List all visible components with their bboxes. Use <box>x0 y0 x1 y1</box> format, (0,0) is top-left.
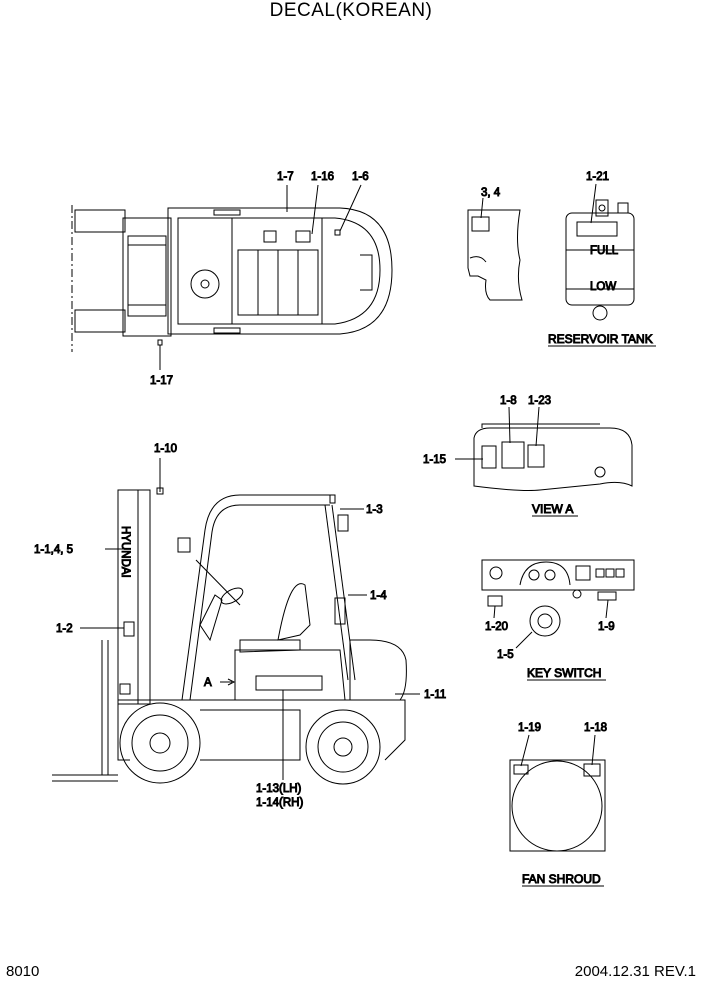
callout-1-5: 1-5 <box>497 649 514 661</box>
date-revision: 2004.12.31 REV.1 <box>574 963 696 980</box>
callout-3-4: 3, 4 <box>481 187 501 199</box>
callout-1-8: 1-8 <box>500 395 517 407</box>
callout-1-20: 1-20 <box>485 621 508 633</box>
reservoir-full-label: FULL <box>590 245 619 257</box>
callout-1-23: 1-23 <box>528 395 551 407</box>
callout-1-17: 1-17 <box>150 375 173 387</box>
callout-1-3: 1-3 <box>366 504 383 516</box>
page-title: DECAL(KOREAN) <box>269 0 433 21</box>
callout-1-10: 1-10 <box>154 443 177 455</box>
callout-1-9: 1-9 <box>598 621 615 633</box>
section-key-switch: KEY SWITCH <box>527 666 601 680</box>
top-view-drawing <box>71 184 393 370</box>
callout-1-11: 1-11 <box>424 689 446 701</box>
side-view-drawing <box>52 458 420 785</box>
view-a-arrow-label: A <box>204 677 212 689</box>
callout-1-19: 1-19 <box>518 722 541 734</box>
section-reservoir-tank: RESERVOIR TANK <box>548 332 653 346</box>
callout-1-13: 1-13(LH) <box>256 783 302 795</box>
view-a-drawing <box>455 406 633 517</box>
callout-1-7: 1-7 <box>277 171 294 183</box>
callout-1-1-4-5: 1-1,4, 5 <box>34 544 73 556</box>
page-code: 8010 <box>6 963 40 980</box>
section-fan-shroud: FAN SHROUD <box>522 872 601 886</box>
callout-1-15: 1-15 <box>423 454 446 466</box>
callout-1-21: 1-21 <box>586 171 609 183</box>
callout-1-16: 1-16 <box>311 171 334 183</box>
key-switch-drawing <box>481 559 635 681</box>
fan-shroud-drawing <box>509 734 606 887</box>
callout-1-6: 1-6 <box>352 171 369 183</box>
reservoir-tank-drawing <box>548 183 656 347</box>
callout-1-18: 1-18 <box>584 722 607 734</box>
section-view-a: VIEW A <box>532 502 573 516</box>
panel-3-4-drawing <box>467 197 523 301</box>
callout-1-2: 1-2 <box>56 623 73 635</box>
reservoir-low-label: LOW <box>590 281 616 293</box>
mast-brand-logo: HYUNDAI <box>119 526 131 578</box>
callout-1-4: 1-4 <box>370 590 387 602</box>
callout-1-14: 1-14(RH) <box>256 797 303 809</box>
